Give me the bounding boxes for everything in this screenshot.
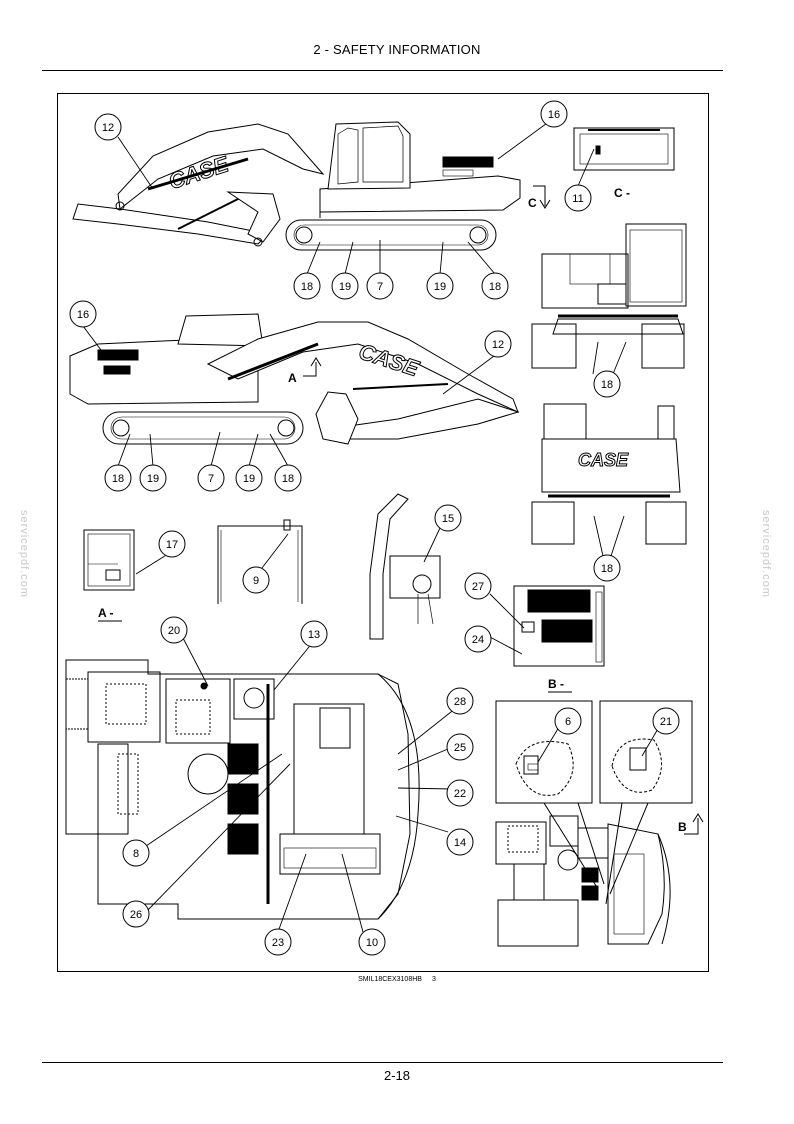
callout-label: 13 — [308, 629, 320, 641]
callout-24 — [464, 625, 492, 653]
callout-circles — [69, 100, 680, 956]
callout-label: 17 — [166, 539, 178, 551]
view-a-title: A - — [98, 606, 114, 620]
callout-22 — [446, 779, 474, 807]
callout-label: 12 — [492, 339, 504, 351]
header-rule — [42, 70, 723, 71]
detail-b-panel — [513, 585, 605, 667]
callout-label: 18 — [301, 281, 313, 293]
callout-label: 22 — [454, 788, 466, 800]
upper-structure-top-view — [65, 659, 420, 920]
callout-10 — [358, 928, 386, 956]
callout-label: 27 — [472, 581, 484, 593]
callout-label: 19 — [434, 281, 446, 293]
callout-label: 12 — [102, 122, 114, 134]
callout-18-d — [274, 464, 302, 492]
callout-23 — [264, 928, 292, 956]
cab-pillar-detail — [369, 493, 441, 640]
excavator-side-view-right: CASE — [69, 313, 520, 445]
callout-label: 18 — [112, 473, 124, 485]
view-a-arrow-label: A — [288, 371, 297, 385]
callout-7-b — [197, 464, 225, 492]
detail-box-21 — [599, 700, 693, 804]
callout-21 — [652, 707, 680, 735]
callout-label: 11 — [572, 193, 583, 205]
excavator-side-view-left: CASE — [72, 121, 521, 251]
callout-6 — [554, 707, 582, 735]
safety-decal-figure: CASE C C - — [57, 93, 709, 972]
callout-label: 7 — [377, 281, 383, 293]
view-b-arrow-label: B — [678, 820, 687, 834]
callout-20 — [160, 616, 188, 644]
callout-19-d — [235, 464, 263, 492]
view-c-title: C - — [614, 186, 630, 200]
callout-18-front — [593, 370, 621, 398]
callout-9 — [242, 566, 270, 594]
upper-structure-mini-view — [495, 815, 671, 947]
callout-label: 25 — [454, 742, 466, 754]
callout-label: 16 — [548, 109, 560, 121]
callout-12-top — [94, 113, 122, 141]
view-b-title: B - — [548, 677, 564, 691]
watermark-left: servicepdf.com — [18, 510, 30, 598]
callout-label: 18 — [489, 281, 501, 293]
callout-7-a — [366, 272, 394, 300]
excavator-rear-view: CASE — [531, 403, 687, 545]
frame-detail — [217, 519, 303, 604]
callout-label: 24 — [472, 634, 484, 646]
callout-label: 9 — [253, 575, 259, 587]
callout-label: 18 — [282, 473, 294, 485]
callout-13 — [300, 620, 328, 648]
detail-c-panel — [573, 127, 675, 171]
callout-26 — [122, 900, 150, 928]
callout-leader-lines — [82, 117, 663, 933]
callout-label: 18 — [601, 379, 613, 391]
callout-25 — [446, 733, 474, 761]
figure-caption: SMIL18CEX3108HB 3 — [0, 976, 794, 983]
callout-12-mid — [484, 330, 512, 358]
detail-a-panel — [83, 529, 135, 591]
callout-18-c — [104, 464, 132, 492]
callout-18-b — [481, 272, 509, 300]
callout-18-a — [293, 272, 321, 300]
callout-19-a — [331, 272, 359, 300]
callout-label: 19 — [339, 281, 351, 293]
callout-18-rear — [593, 554, 621, 582]
callout-label: 21 — [660, 716, 672, 728]
view-c-arrow-label: C — [528, 196, 537, 210]
excavator-front-view-upper — [531, 223, 687, 369]
callout-label: 26 — [130, 909, 142, 921]
brand-logo-rear: CASE — [578, 450, 629, 470]
watermark-right: servicepdf.com — [760, 510, 772, 598]
figure-number: 3 — [431, 976, 436, 983]
callout-label: 6 — [565, 716, 571, 728]
callout-19-b — [426, 272, 454, 300]
callout-label: 19 — [147, 473, 159, 485]
callout-label: 20 — [168, 625, 180, 637]
callout-28 — [446, 687, 474, 715]
callout-label: 15 — [442, 513, 454, 525]
footer-rule — [42, 1062, 723, 1063]
callout-label: 19 — [243, 473, 255, 485]
page-header-title: 2 - SAFETY INFORMATION — [313, 42, 481, 57]
callout-label: 23 — [272, 937, 284, 949]
callout-label: 14 — [454, 837, 466, 849]
callout-27 — [464, 572, 492, 600]
callout-label: 7 — [208, 473, 214, 485]
callout-16-mid — [69, 300, 97, 328]
callout-19-c — [139, 464, 167, 492]
callout-label: 18 — [601, 563, 613, 575]
callout-15 — [434, 504, 462, 532]
callout-label: 16 — [77, 309, 89, 321]
callout-17 — [158, 530, 186, 558]
callout-label: 8 — [133, 848, 139, 860]
callout-8 — [122, 839, 150, 867]
callout-label: 28 — [454, 696, 466, 708]
callout-14 — [446, 828, 474, 856]
figure-code: SMIL18CEX3108HB — [358, 976, 422, 983]
callout-11 — [564, 184, 592, 212]
callout-label: 10 — [366, 937, 378, 949]
page-number: 2-18 — [383, 1068, 411, 1083]
callout-16-top — [540, 100, 568, 128]
